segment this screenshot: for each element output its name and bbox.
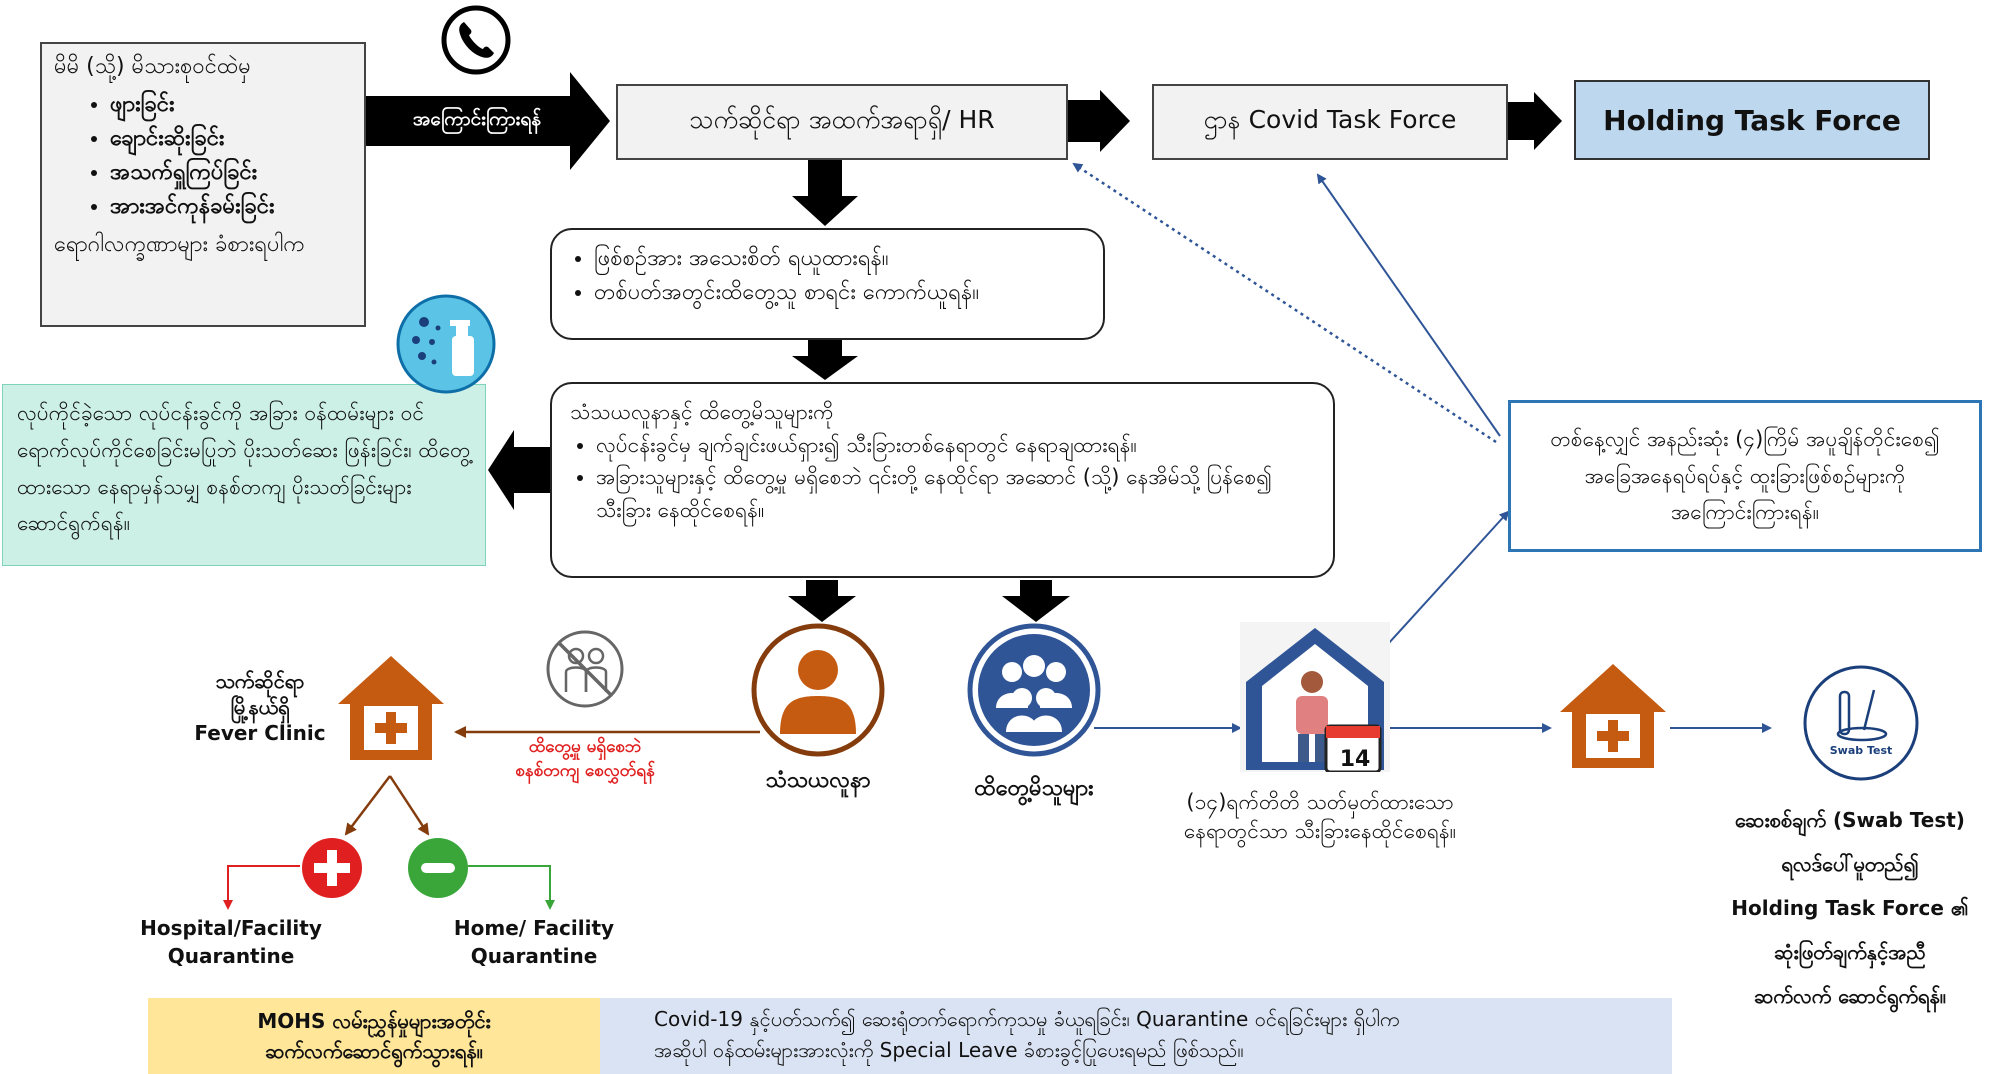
hr-to-covid-arrow xyxy=(1068,90,1130,152)
swab-line: ဆေးစစ်ချက် (Swab Test) xyxy=(1735,808,1965,832)
footer-left-line: MOHS လမ်းညွှန်မှုများအတိုင်း xyxy=(257,1009,491,1033)
negative-dest-line: Quarantine xyxy=(470,944,598,968)
footer-left-box: MOHS လမ်းညွှန်မှုများအတိုင်း ဆက်လက်ဆောင်… xyxy=(148,998,600,1074)
disinfection-spray-icon xyxy=(394,292,498,396)
contacts-label: ထိတွေ့မိသူများ xyxy=(974,775,1094,801)
isolation-item: လုပ်ငန်းခွင်မှ ချက်ချင်းဖယ်ရှား၍ သီးခြား… xyxy=(596,429,1315,462)
fever-clinic-line: သက်ဆိုင်ရာ xyxy=(215,669,305,693)
footer-right-line: Covid-19 နှင့်ပတ်သက်၍ ဆေးရုံတက်ရောက်ကုသမ… xyxy=(654,1007,1400,1031)
avoid-contact-line: ထိတွေ့မှု မရှိစေဘဲ xyxy=(528,737,642,757)
calendar-number: 14 xyxy=(1339,746,1371,772)
quarantine-14-label: (၁၄)ရက်တိတိ သတ်မှတ်ထားသော နေရာတွင်သာ သီး… xyxy=(1140,784,1500,850)
report-to-covid-arrow xyxy=(1316,173,1501,437)
swab-line: ဆက်လက် ဆောင်ရွက်ရန်။ xyxy=(1754,984,1946,1008)
symptoms-box: မိမိ (သို့) မိသားစုဝင်ထဲမှ ဖျားခြင်း ချေ… xyxy=(40,42,366,327)
negative-dest-line: Home/ Facility xyxy=(453,916,615,940)
note-item: တစ်ပတ်အတွင်းထိတွေ့သူ စာရင်း ကောက်ယူရန်။ xyxy=(594,276,1087,310)
report-to-hr-dotted-arrow xyxy=(1072,162,1497,444)
swab-test-icon xyxy=(1802,664,1920,782)
isolation-title: သံသယလူနာနှင့် ထိတွေ့မိသူများကို xyxy=(570,400,834,424)
isolation-box: သံသယလူနာနှင့် ထိတွေ့မိသူများကို လုပ်ငန်း… xyxy=(550,382,1335,578)
suspect-person-icon xyxy=(750,622,886,758)
daily-report-box: တစ်နေ့လျှင် အနည်းဆုံး (၄)ကြိမ် အပူချိန်တ… xyxy=(1508,400,1982,552)
quarantine-line: နေရာတွင်သာ သီးခြားနေထိုင်စေရန်။ xyxy=(1183,819,1457,843)
suspect-label: သံသယလူနာ xyxy=(765,767,871,793)
symptoms-outro: ရောဂါလက္ခဏာများ ခံစားရပါက xyxy=(54,232,305,258)
notify-arrow xyxy=(366,72,610,170)
positive-dest-line: Hospital/Facility xyxy=(140,916,322,940)
footer-left-line: ဆက်လက်ဆောင်ရွက်သွားရန်။ xyxy=(265,1039,483,1063)
swab-text: ဆေးစစ်ချက် (Swab Test) ရလဒ်ပေါ်မူတည်၍ Ho… xyxy=(1712,798,1988,1018)
isolation-to-contacts-arrow xyxy=(1002,580,1070,622)
symptoms-intro: မိမိ (သို့) မိသားစုဝင်ထဲမှ xyxy=(54,54,251,79)
swab-line: Holding Task Force ၏ xyxy=(1731,896,1969,920)
no-contact-icon xyxy=(544,628,626,710)
symptom-item: အသက်ရှူကြပ်ခြင်း xyxy=(110,156,352,190)
clinic-to-negative-arrow xyxy=(388,775,430,836)
swab-line: ဆုံးဖြတ်ချက်နှင့်အညီ xyxy=(1774,940,1926,964)
isolation-to-suspect-arrow xyxy=(788,580,856,622)
covid-task-force-box: ဌာန Covid Task Force xyxy=(1152,84,1508,160)
clinic-to-positive-arrow xyxy=(344,775,391,836)
fever-clinic-label: သက်ဆိုင်ရာ မြို့နယ်ရှိ Fever Clinic xyxy=(190,668,330,746)
symptom-item: ချောင်းဆိုးခြင်း xyxy=(110,122,352,156)
avoid-contact-line: စနစ်တကျ စေလွှတ်ရန် xyxy=(515,760,655,781)
disinfect-box: လုပ်ကိုင်ခဲ့သော လုပ်ငန်းခွင်ကို အခြား ဝန… xyxy=(2,384,486,566)
positive-to-hospital-arrow xyxy=(223,865,300,910)
positive-plus-icon xyxy=(300,836,364,900)
fever-clinic-house-icon xyxy=(334,652,448,764)
positive-dest-line: Quarantine xyxy=(167,944,295,968)
hr-box: သက်ဆိုင်ရာ အထက်အရာရှိ/ HR xyxy=(616,84,1068,160)
clinic-house-icon xyxy=(1556,660,1670,772)
isolation-item: အခြားသူများနှင့် ထိတွေ့မှု မရှိစေဘဲ ၎င်း… xyxy=(596,461,1315,526)
fever-clinic-line: မြို့နယ်ရှိ xyxy=(230,695,290,719)
notify-arrow-label: အကြောင်းကြားရန် xyxy=(412,108,542,130)
negative-to-home-arrow xyxy=(468,865,555,910)
hr-to-note-arrow xyxy=(792,160,858,226)
contacts-group-icon xyxy=(966,622,1102,758)
footer-right-box: Covid-19 နှင့်ပတ်သက်၍ ဆေးရုံတက်ရောက်ကုသမ… xyxy=(600,998,1672,1074)
negative-minus-icon xyxy=(406,836,470,900)
isolation-to-disinfect-arrow xyxy=(488,430,550,510)
home-quarantine-icon xyxy=(1240,622,1390,772)
negative-destination-label: Home/ Facility Quarantine xyxy=(446,914,622,970)
fever-clinic-line: Fever Clinic xyxy=(194,721,326,745)
symptoms-list: ဖျားခြင်း ချောင်းဆိုးခြင်း အသက်ရှူကြပ်ခြ… xyxy=(84,88,352,224)
note-item: ဖြစ်စဉ်အား အသေးစိတ် ရယူထားရန်။ xyxy=(594,242,1087,276)
covid-to-holding-arrow xyxy=(1508,92,1562,150)
note-to-isolation-arrow xyxy=(792,338,858,380)
symptom-item: အားအင်ကုန်ခမ်းခြင်း xyxy=(110,190,352,224)
swab-line: ရလဒ်ပေါ်မူတည်၍ xyxy=(1781,852,1919,876)
avoid-contact-label: ထိတွေ့မှု မရှိစေဘဲ စနစ်တကျ စေလွှတ်ရန် xyxy=(470,736,700,784)
quarantine-to-report-arrow xyxy=(1377,510,1510,656)
symptom-item: ဖျားခြင်း xyxy=(110,88,352,122)
positive-destination-label: Hospital/Facility Quarantine xyxy=(136,914,326,970)
swab-test-icon-label: Swab Test xyxy=(1829,743,1893,757)
incident-note-box: ဖြစ်စဉ်အား အသေးစိတ် ရယူထားရန်။ တစ်ပတ်အတွ… xyxy=(550,228,1105,340)
quarantine-line: (၁၄)ရက်တိတိ သတ်မှတ်ထားသော xyxy=(1186,789,1454,814)
phone-icon xyxy=(440,4,512,76)
holding-task-force-box: Holding Task Force xyxy=(1574,80,1930,160)
footer-right-line: အဆိုပါ ဝန်ထမ်းများအားလုံးကို Special Lea… xyxy=(654,1038,1244,1062)
